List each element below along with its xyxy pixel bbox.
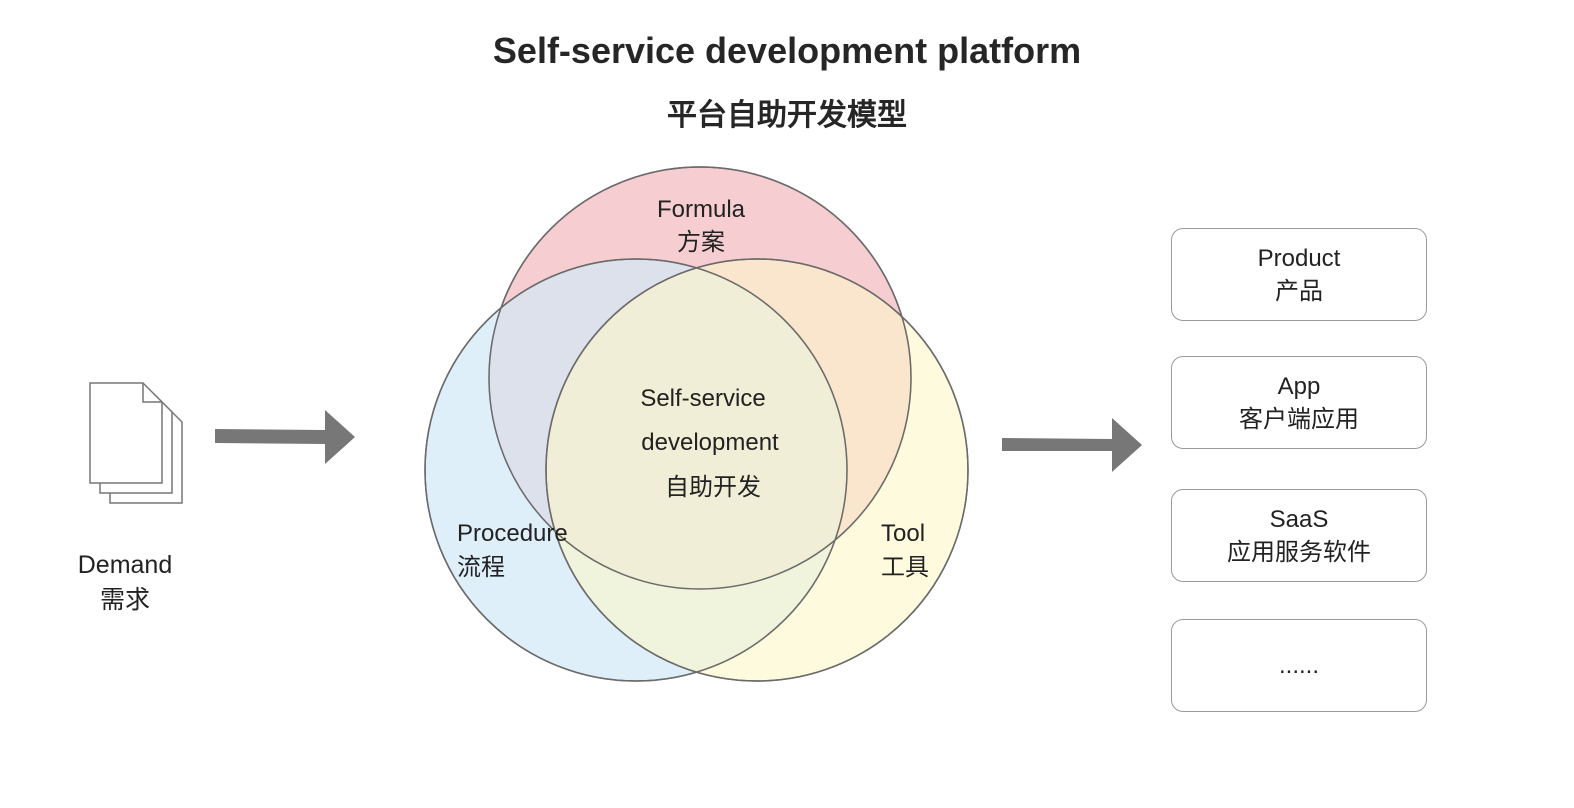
tool-label-zh: 工具 xyxy=(881,554,929,581)
output-label-en: App xyxy=(1277,372,1321,400)
output-label-zh: 产品 xyxy=(1275,277,1323,305)
tool-label-en: Tool xyxy=(881,520,925,547)
formula-label-zh: 方案 xyxy=(677,229,725,256)
output-label-zh: 客户端应用 xyxy=(1239,405,1359,433)
output-box-saas: SaaS 应用服务软件 xyxy=(1171,489,1427,582)
procedure-label-en: Procedure xyxy=(457,520,568,547)
title-english: Self-service development platform xyxy=(492,30,1082,71)
center-label-line1: Self-service xyxy=(640,385,765,412)
output-label-en: Product xyxy=(1257,244,1341,272)
output-box-app: App 客户端应用 xyxy=(1171,356,1427,449)
arrow-to-outputs xyxy=(1002,418,1142,472)
title-chinese: 平台自助开发模型 xyxy=(667,98,907,133)
output-label-ellipsis: ...... xyxy=(1278,652,1319,679)
center-label-line2: development xyxy=(641,429,779,456)
venn-circles xyxy=(424,166,969,682)
demand-label-zh: 需求 xyxy=(100,586,150,614)
demand-label-en: Demand xyxy=(78,551,173,579)
output-label-zh: 应用服务软件 xyxy=(1227,538,1371,566)
circle-tool xyxy=(545,258,969,682)
output-box-more: ...... xyxy=(1171,619,1427,712)
stacked-documents-icon xyxy=(89,382,183,504)
output-label-en: SaaS xyxy=(1269,505,1329,533)
formula-label-en: Formula xyxy=(657,196,746,223)
center-label-zh: 自助开发 xyxy=(665,474,761,501)
arrow-to-venn xyxy=(215,410,355,464)
procedure-label-zh: 流程 xyxy=(457,554,505,581)
output-box-product: Product 产品 xyxy=(1171,228,1427,321)
